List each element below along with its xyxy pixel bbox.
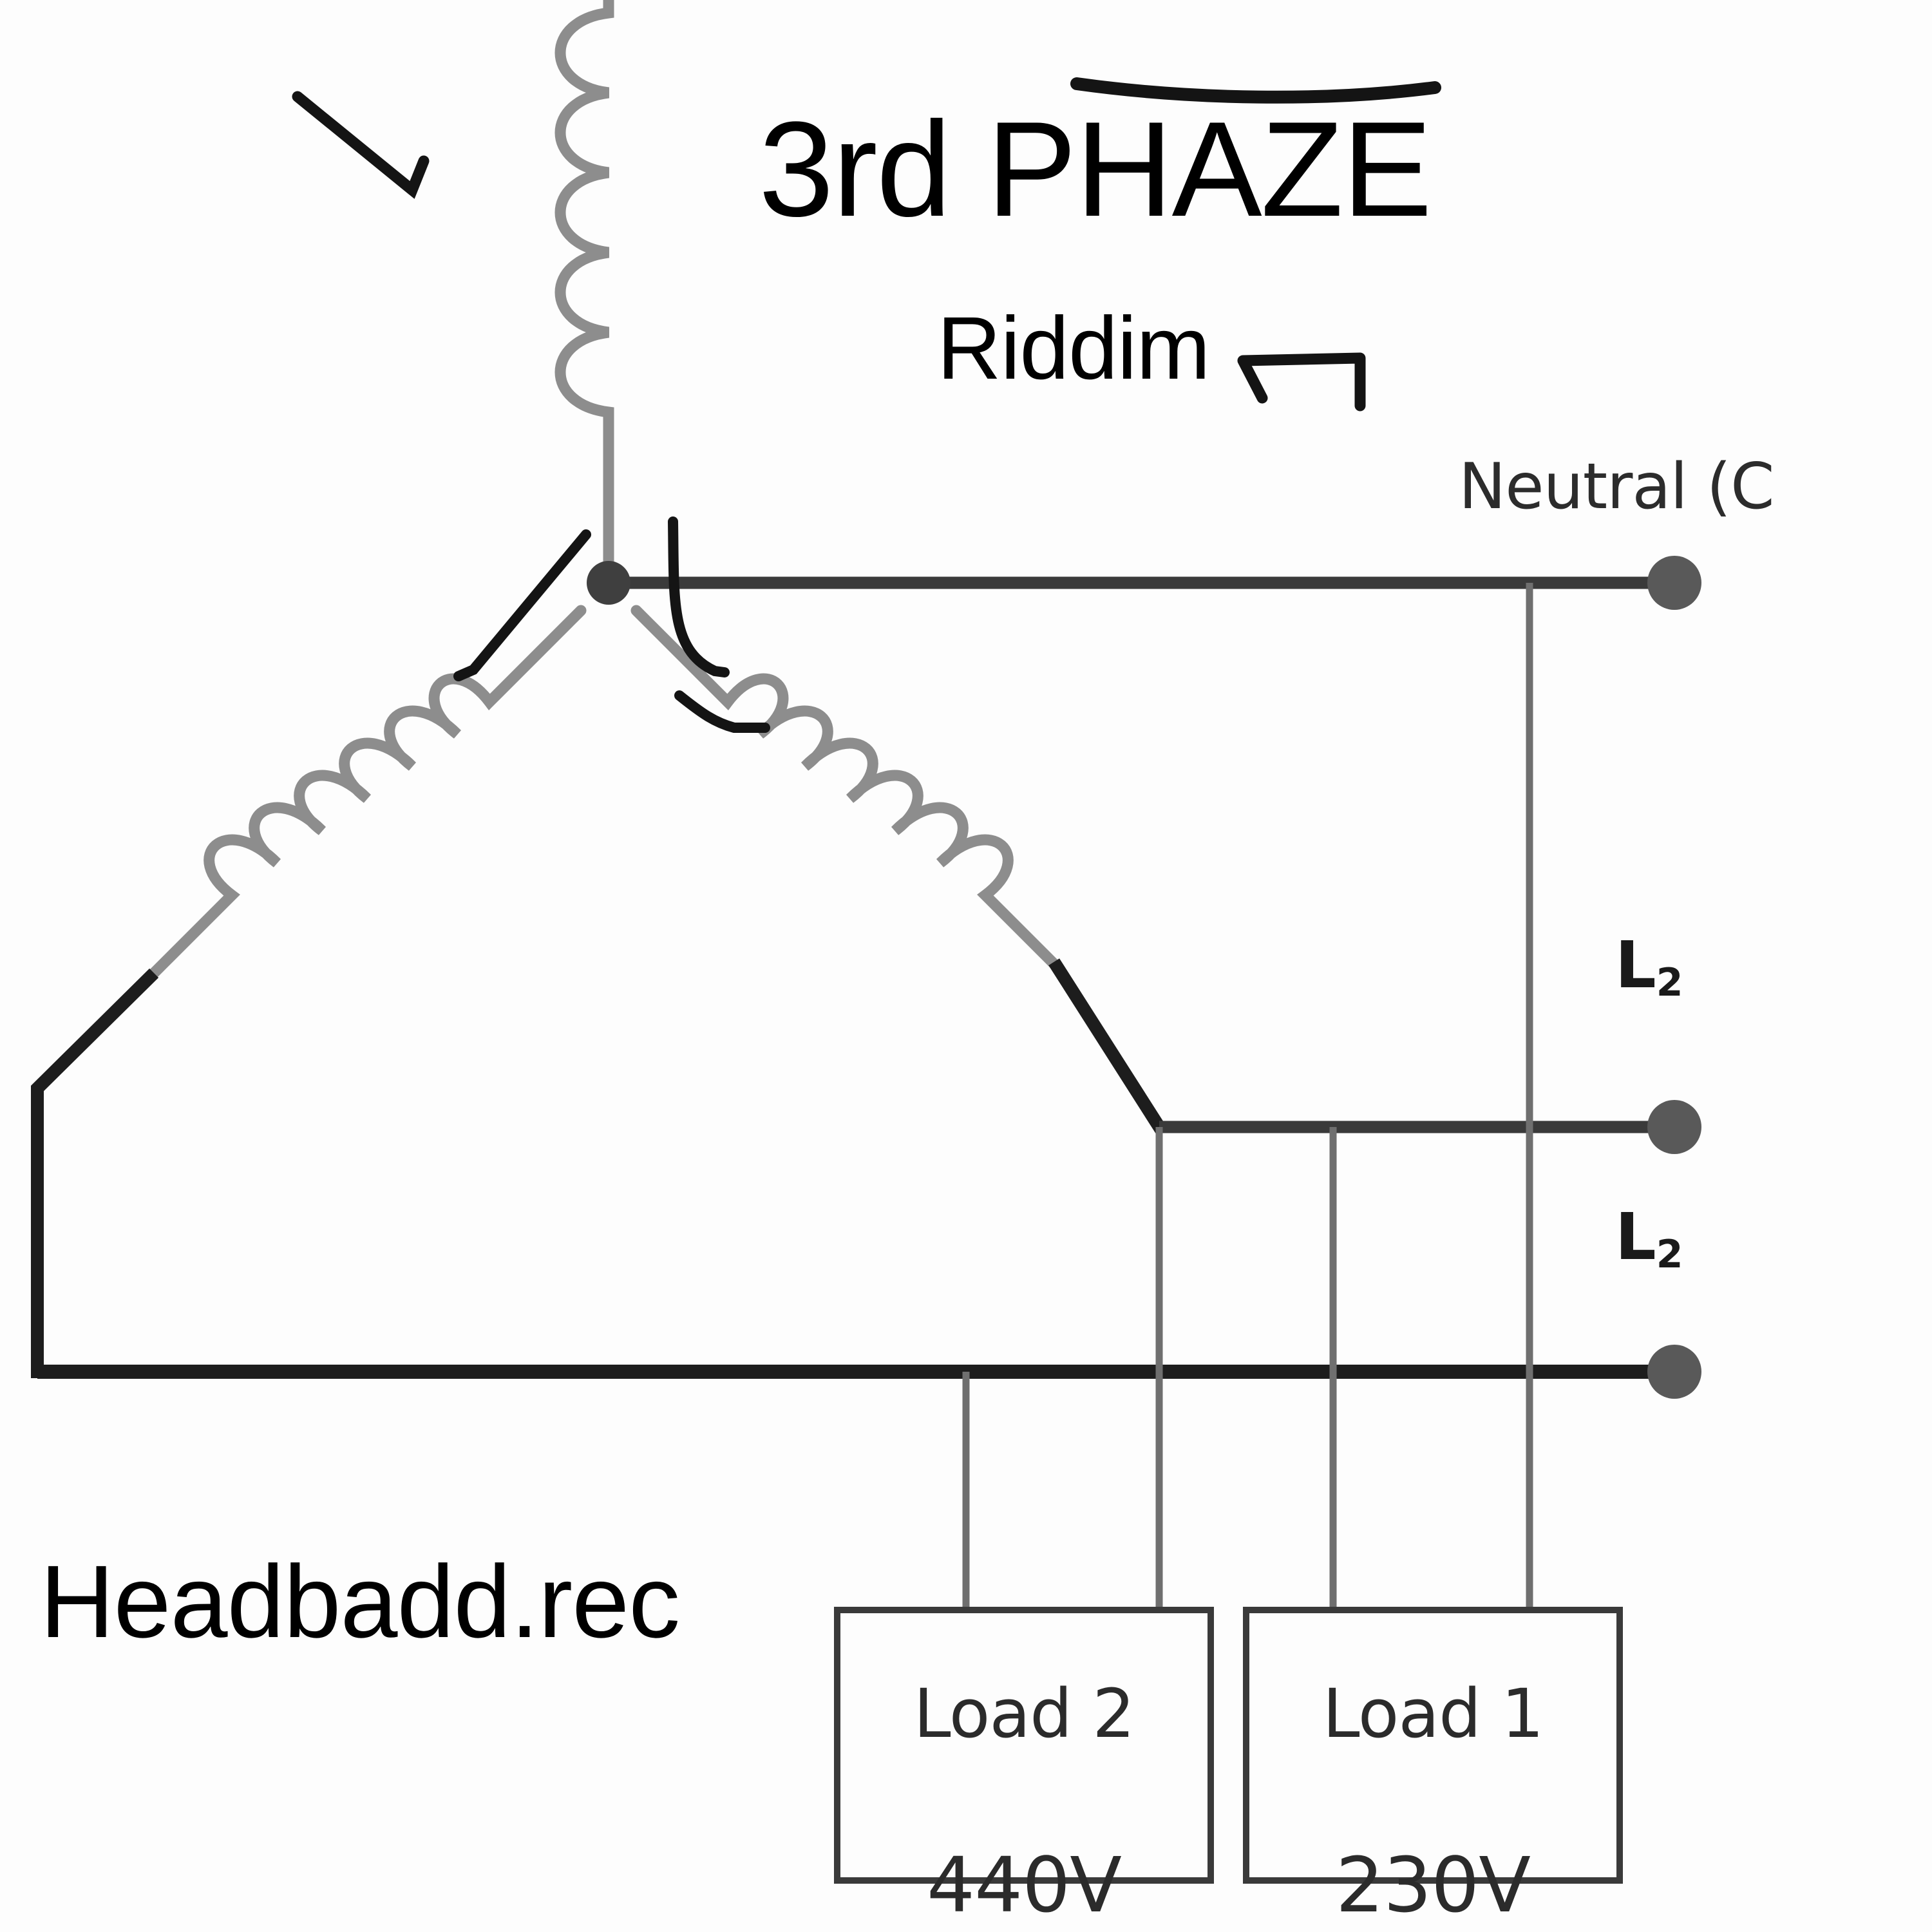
load-box-1[interactable] bbox=[1243, 1607, 1623, 1884]
terminal-label-l2-lower-sub: 2 bbox=[1656, 1232, 1683, 1277]
terminal-dot-l2-lower[interactable] bbox=[1647, 1345, 1701, 1399]
watermark-label: Headbadd.rec bbox=[40, 1544, 680, 1659]
terminal-label-neutral: Neutral (C bbox=[1459, 450, 1775, 524]
load-box-1-voltage: 230V bbox=[1336, 1841, 1531, 1929]
terminal-label-l2-upper: L2 bbox=[1615, 933, 1683, 1002]
annotation-riddim-arrow bbox=[1237, 352, 1366, 412]
load-box-2-voltage: 440V bbox=[927, 1841, 1122, 1929]
annotation-star-hook bbox=[668, 516, 730, 677]
conductor-right-arm bbox=[1048, 958, 1168, 1136]
annotation-top-right-stroke bbox=[1070, 77, 1441, 104]
star-point-junction bbox=[587, 561, 630, 605]
terminal-label-l2-lower-letter: L bbox=[1615, 1198, 1656, 1274]
terminal-label-l2-lower: L2 bbox=[1615, 1204, 1683, 1277]
load-box-2[interactable] bbox=[834, 1607, 1214, 1884]
annotation-star-right-tick bbox=[674, 690, 770, 733]
terminal-dot-l2-upper[interactable] bbox=[1647, 1100, 1701, 1154]
terminal-label-l2-upper-letter: L bbox=[1615, 927, 1656, 1003]
annotation-top-left-stroke bbox=[292, 91, 430, 199]
page-title: 3rd PHAZE bbox=[759, 93, 1432, 245]
terminal-dot-neutral[interactable] bbox=[1647, 556, 1701, 610]
conductor-left-arm bbox=[31, 968, 159, 1378]
load-box-1-label: Load 1 bbox=[1322, 1674, 1544, 1753]
coil-right bbox=[630, 605, 1063, 973]
coil-vertical bbox=[554, 0, 614, 589]
page-subtitle: Riddim bbox=[937, 299, 1210, 398]
load-box-2-label: Load 2 bbox=[913, 1674, 1135, 1753]
terminal-label-l2-upper-sub: 2 bbox=[1656, 960, 1683, 1005]
annotation-star-left-tick bbox=[453, 529, 591, 681]
coil-left bbox=[144, 605, 587, 983]
